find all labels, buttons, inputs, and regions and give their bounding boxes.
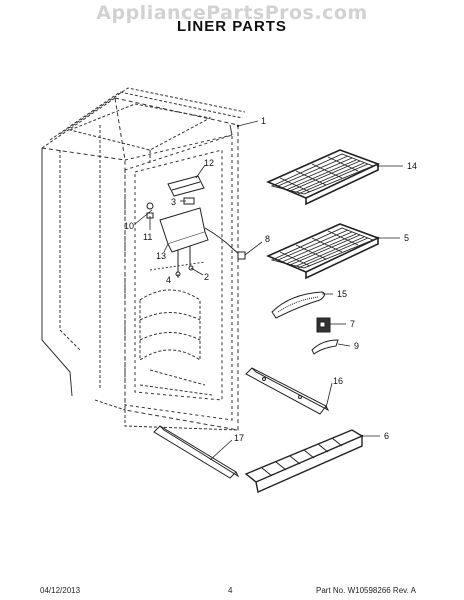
callout-16: 16 — [333, 376, 343, 386]
callout-6: 6 — [384, 431, 389, 441]
footer-part-number: Part No. W10598266 Rev. A — [316, 586, 416, 595]
callout-5: 5 — [404, 233, 409, 243]
callout-11: 11 — [143, 232, 152, 242]
liner-cabinet — [41, 87, 246, 431]
callout-10: 10 — [124, 221, 134, 231]
callout-8: 8 — [265, 234, 270, 244]
leader-arrows — [236, 124, 380, 438]
wire-shelf-upper — [265, 149, 381, 206]
callout-9: 9 — [354, 341, 359, 351]
footer-page-number: 4 — [228, 586, 233, 595]
light-socket — [316, 317, 331, 333]
leader-lines — [134, 120, 403, 461]
callout-17: 17 — [234, 433, 244, 443]
bottom-rail — [153, 425, 240, 479]
callout-12: 12 — [204, 158, 214, 168]
basket-ladder — [244, 429, 364, 493]
callout-7: 7 — [350, 319, 355, 329]
callout-13: 13 — [156, 251, 166, 261]
control-housing — [146, 175, 246, 277]
callout-3: 3 — [171, 197, 176, 207]
callout-15: 15 — [337, 289, 347, 299]
watermark: AppliancePartsPros.com — [96, 2, 368, 24]
wire-shelf-lower — [265, 223, 381, 280]
basket-rail-upper — [245, 367, 330, 415]
callout-1: 1 — [261, 116, 266, 126]
callout-labels: 1 12 3 10 11 13 4 2 8 14 5 15 7 9 16 17 … — [124, 116, 417, 443]
footer-date: 04/12/2013 — [40, 586, 81, 595]
callout-2: 2 — [204, 272, 209, 282]
light-lens — [271, 291, 326, 319]
callout-14: 14 — [407, 161, 417, 171]
callout-4: 4 — [166, 275, 171, 285]
page-title: LINER PARTS — [177, 18, 287, 35]
light-bracket — [311, 339, 339, 355]
